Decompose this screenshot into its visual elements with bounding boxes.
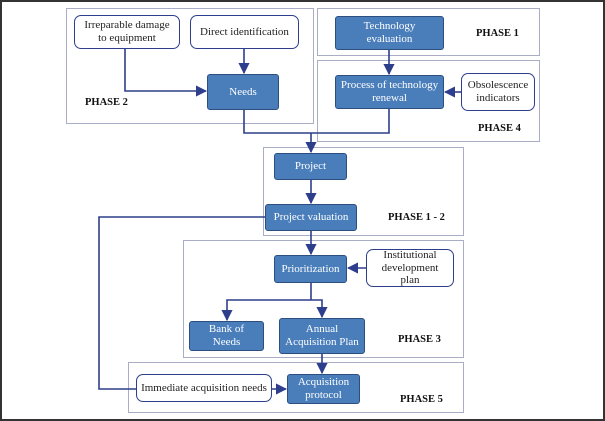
annual-acquisition-plan-box: Annual Acquisition Plan — [279, 318, 365, 354]
bank-of-needs-box: Bank of Needs — [189, 321, 264, 351]
prioritization-to-bank-connector — [221, 299, 311, 322]
needs-box: Needs — [207, 74, 279, 110]
acquisition-protocol-box: Acquisition protocol — [287, 374, 360, 404]
institutional-plan-box: Institutional development plan — [366, 249, 454, 287]
irreparable-damage-box: Irreparable damage to equipment — [74, 15, 180, 49]
valuation-to-protocol-connector — [98, 216, 288, 395]
technology-renewal-box: Process of technology renewal — [335, 75, 444, 109]
phase-2-label: PHASE 2 — [85, 97, 128, 108]
immediate-acquisition-box: Immediate acquisition needs — [136, 374, 272, 402]
phase-4-label: PHASE 4 — [478, 123, 521, 134]
renewal-to-junction-connector — [311, 109, 390, 134]
technology-evaluation-box: Technology evaluation — [335, 16, 444, 50]
phase-5-label: PHASE 5 — [400, 394, 443, 405]
prioritization-box: Prioritization — [274, 255, 347, 283]
phase-3-label: PHASE 3 — [398, 334, 441, 345]
prioritization-to-annual-connector — [311, 299, 328, 319]
project-box: Project — [274, 153, 347, 180]
project-valuation-box: Project valuation — [265, 204, 357, 231]
needs-to-junction-connector — [243, 110, 311, 134]
damage-to-needs-connector — [124, 49, 208, 97]
obsolescence-indicators-box: Obsolescence indicators — [461, 73, 535, 111]
direct-identification-box: Direct identification — [190, 15, 299, 49]
phase-1-label: PHASE 1 — [476, 28, 519, 39]
phase-1-2-label: PHASE 1 - 2 — [388, 212, 445, 223]
